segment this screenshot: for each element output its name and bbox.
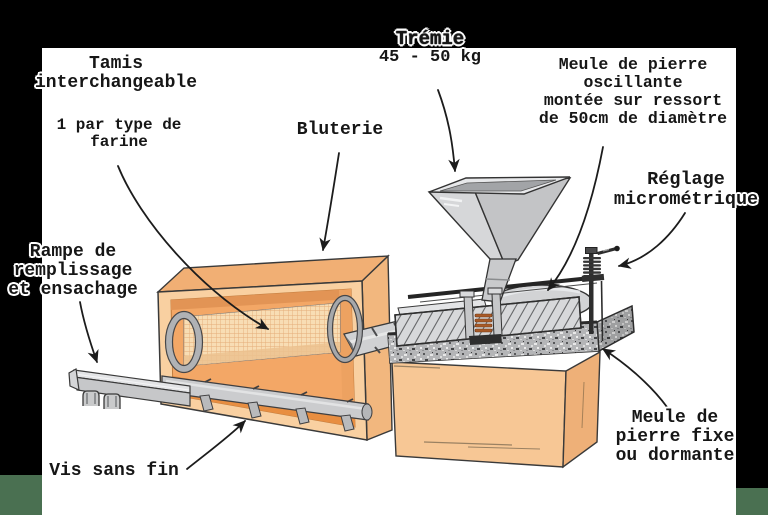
- sieve-drum: [164, 302, 341, 374]
- green-corner-right: [736, 488, 768, 515]
- spring-coil: [474, 313, 493, 333]
- spring-mount: [459, 287, 503, 345]
- adjustment-rod: [581, 245, 620, 342]
- green-corner-left: [0, 475, 42, 515]
- arrow-tremie: [437, 89, 460, 173]
- crank-handle: [597, 247, 617, 255]
- auger-screw: [161, 375, 373, 432]
- arrow-meule-fixe: [602, 348, 668, 408]
- arrow-reglage: [617, 212, 686, 269]
- filling-ramp: [68, 368, 191, 409]
- drive-bar-shadow: [419, 282, 598, 303]
- arrow-bluterie: [319, 152, 340, 252]
- bag-outlet: [82, 390, 100, 406]
- arrow-tamis: [117, 165, 269, 330]
- annotation-arrows: [79, 89, 686, 470]
- drum-right-ring: [326, 294, 364, 364]
- arrow-rampe: [79, 301, 99, 364]
- arrow-oscillante: [547, 146, 604, 291]
- bag-outlet: [103, 393, 121, 409]
- arrow-vis: [186, 420, 246, 470]
- mill-base-cabinet: [391, 350, 601, 469]
